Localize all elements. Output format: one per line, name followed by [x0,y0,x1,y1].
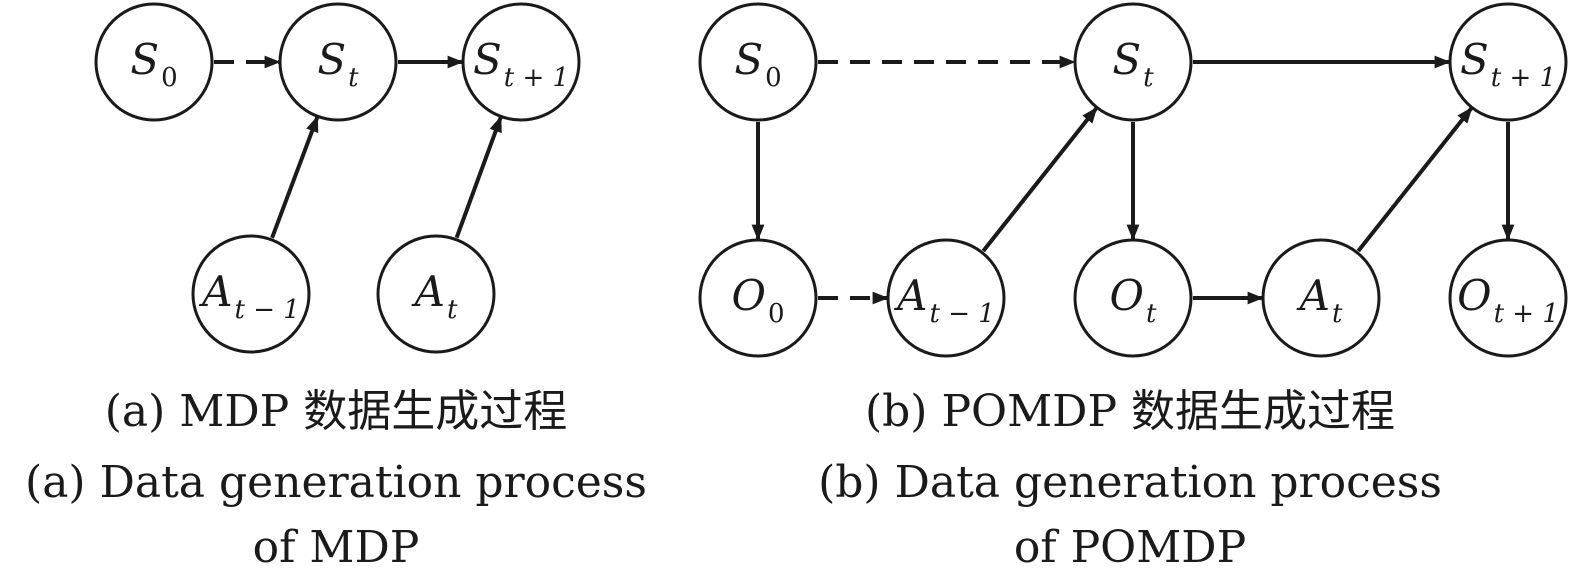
pomdp-node-s0-symbol: S [734,35,763,84]
pomdp-node-o0: O0 [698,238,818,358]
mdp-caption-en-line1: (a) Data generation process [25,457,647,508]
pomdp-node-at-symbol: A [1296,271,1330,320]
mdp-edge-at-to-st1 [454,115,503,239]
mdp-node-st1-circle [461,2,581,122]
mdp-edge-atm1-to-st [270,115,320,239]
pomdp-node-ot1-circle [1448,238,1568,358]
pomdp-node-atm1-circle [886,238,1006,358]
pomdp-node-ot-symbol: O [1110,271,1144,320]
pomdp-node-ot-circle [1073,238,1193,358]
mdp-node-s0-label: S0 [130,35,177,93]
pomdp-node-atm1-symbol: A [893,271,927,320]
mdp-node-atm1: At − 1 [191,234,311,354]
mdp-caption-en-line2: of MDP [253,522,420,573]
mdp-node-st-label: St [317,35,359,93]
pomdp-node-atm1-label: At − 1 [893,271,995,329]
pomdp-node-st1-circle [1448,2,1568,122]
mdp-node-atm1-symbol: A [198,267,232,316]
mdp-node-atm1-label: At − 1 [198,267,300,325]
pomdp-caption-zh: (b) POMDP 数据生成过程 [865,386,1395,437]
mdp-node-s0-symbol: S [130,35,159,84]
mdp-node-at-symbol: A [411,267,445,316]
mdp-node-atm1-subscript: t − 1 [235,295,300,325]
mdp-node-s0: S0 [94,2,214,122]
pomdp-node-st1-subscript: t + 1 [1491,63,1556,93]
pomdp-node-atm1: At − 1 [886,238,1006,358]
pomdp-caption-en-line1: (b) Data generation process [818,457,1442,508]
mdp-node-st-symbol: S [317,35,346,84]
pomdp-node-st1-symbol: S [1460,35,1489,84]
pomdp-node-st1: St + 1 [1448,2,1568,122]
mdp-node-st1-subscript: t + 1 [504,63,569,93]
pomdp-edge-at-to-st1 [1356,106,1473,253]
pomdp-node-at-circle [1261,238,1381,358]
mdp-node-st: St [278,2,398,122]
pomdp-node-s0-subscript: 0 [765,63,782,93]
pomdp-node-ot-label: Ot [1110,271,1157,329]
pomdp-node-o0-subscript: 0 [768,299,785,329]
pomdp-node-st: St [1073,2,1193,122]
pomdp-node-ot1-subscript: t + 1 [1494,299,1559,329]
pomdp-node-s0-circle [698,2,818,122]
mdp-node-at-subscript: t [447,295,458,325]
pomdp-node-st-subscript: t [1143,63,1154,93]
pomdp-node-st-circle [1073,2,1193,122]
mdp-node-at-label: At [411,267,458,325]
mdp-node-st1: St + 1 [461,2,581,122]
pomdp-node-ot: Ot [1073,238,1193,358]
mdp-edges [214,55,503,239]
mdp-node-st-circle [278,2,398,122]
mdp-caption-zh: (a) MDP 数据生成过程 [105,386,567,437]
pomdp-caption-en-line2: of POMDP [1014,522,1246,573]
pomdp-node-ot1: Ot + 1 [1448,238,1568,358]
mdp-node-st1-label: St + 1 [473,35,569,93]
pomdp-edge-atm1-to-st [981,106,1098,253]
mdp-node-atm1-circle [191,234,311,354]
pomdp-node-o0-circle [698,238,818,358]
pomdp-node-o0-symbol: O [732,271,766,320]
pomdp-edges [751,55,1515,305]
mdp-node-st-subscript: t [348,63,359,93]
pomdp-node-at: At [1261,238,1381,358]
pomdp-node-st-symbol: S [1112,35,1141,84]
mdp-node-s0-subscript: 0 [161,63,178,93]
pomdp-node-o0-label: O0 [732,271,785,329]
mdp-node-s0-circle [94,2,214,122]
pomdp-node-at-label: At [1296,271,1343,329]
mdp-node-st1-symbol: S [473,35,502,84]
pomdp-node-ot1-symbol: O [1457,271,1491,320]
pomdp-node-s0-label: S0 [734,35,781,93]
pomdp-node-ot-subscript: t [1146,299,1157,329]
pomdp-node-at-subscript: t [1332,299,1343,329]
mdp-node-at-circle [376,234,496,354]
pomdp-node-st1-label: St + 1 [1460,35,1556,93]
pomdp-node-st-label: St [1112,35,1154,93]
pomdp-node-atm1-subscript: t − 1 [930,299,995,329]
pomdp-node-ot1-label: Ot + 1 [1457,271,1559,329]
mdp-node-at: At [376,234,496,354]
pomdp-node-s0: S0 [698,2,818,122]
